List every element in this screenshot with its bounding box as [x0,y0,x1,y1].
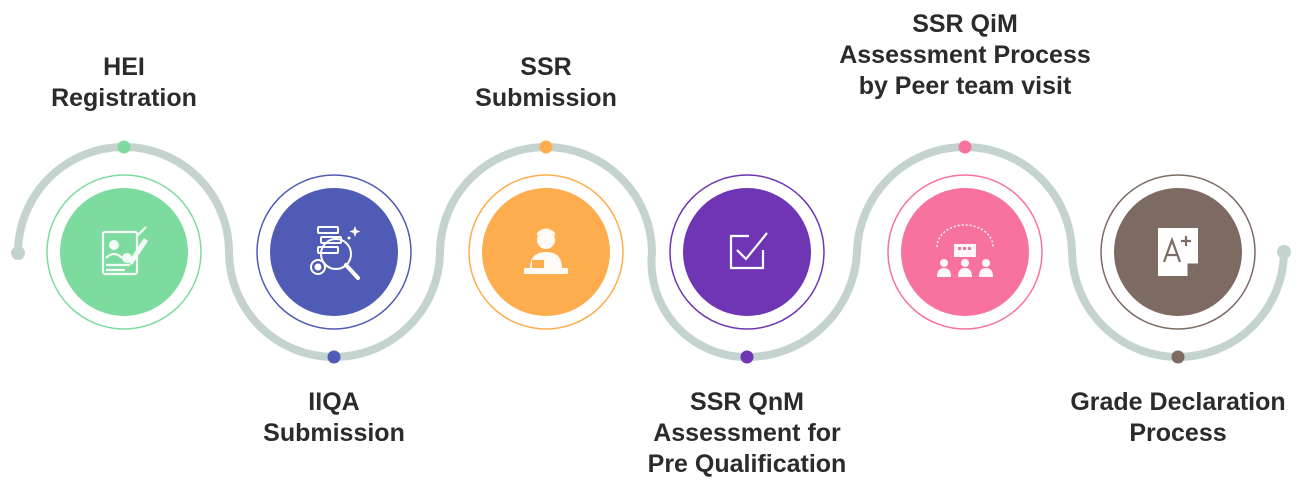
peer-team-visit-icon [936,224,994,277]
step-2-label: IIQA Submission [194,387,474,449]
step-6-label-line-1: Grade Declaration [1070,388,1286,416]
step-5-label-line-2: Assessment Process [839,41,1091,69]
step-4-node [669,174,825,330]
step-5-label-line-1: SSR QiM [912,10,1018,38]
step-1-label: HEI Registration [0,52,264,114]
step-5-label: SSR QiM Assessment Process by Peer team … [825,9,1105,102]
step-1-connector-dot [117,140,131,154]
step-4-label: SSR QnM Assessment for Pre Qualification [607,387,887,480]
step-6-label-line-2: Process [1129,419,1227,447]
step-4-label-line-1: SSR QnM [690,388,804,416]
step-1-node [46,174,202,330]
step-2-label-line-2: Submission [263,419,405,447]
grade-a-plus-icon [1158,228,1198,276]
step-2-label-line-1: IIQA [308,388,360,416]
registration-form-icon [101,226,148,276]
step-3-label-line-1: SSR [520,53,572,81]
track-end-dot [1277,245,1291,259]
magnifier-gear-icon [310,226,361,280]
track-start-dot [11,246,25,260]
step-3-label: SSR Submission [406,52,686,114]
process-track [14,142,1288,362]
step-3-label-line-2: Submission [475,84,617,112]
step-4-label-line-2: Assessment for [653,419,841,447]
step-4-connector-dot [740,350,754,364]
person-at-desk-icon [524,228,568,274]
step-5-label-line-3: by Peer team visit [858,72,1072,100]
step-2-connector-dot [327,350,341,364]
step-3-connector-dot [539,140,553,154]
step-4-label-line-3: Pre Qualification [647,450,847,478]
checkbox-icon [729,232,768,270]
step-5-connector-dot [958,140,972,154]
step-1-label-line-1: HEI [103,53,145,81]
step-1-label-line-2: Registration [51,84,197,112]
step-6-label: Grade Declaration Process [1038,387,1298,449]
step-6-connector-dot [1171,350,1185,364]
